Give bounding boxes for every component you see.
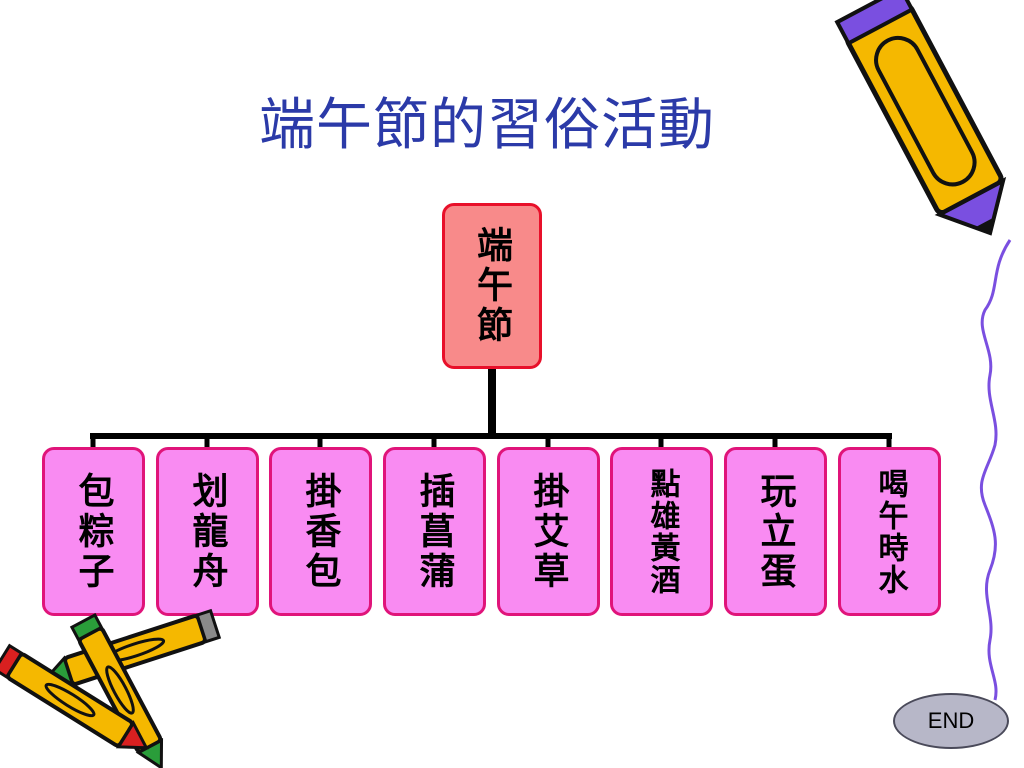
- child-node-label: 玩立蛋: [754, 471, 797, 592]
- child-node: 點雄黃酒: [610, 447, 713, 616]
- child-node: 喝午時水: [838, 447, 941, 616]
- child-node: 划龍舟: [156, 447, 259, 616]
- child-node: 插菖蒲: [383, 447, 486, 616]
- child-node-label: 掛香包: [299, 471, 342, 592]
- child-node-label: 喝午時水: [872, 467, 908, 596]
- child-node-label: 掛艾草: [527, 471, 570, 592]
- child-node: 包粽子: [42, 447, 145, 616]
- child-node: 掛香包: [269, 447, 372, 616]
- root-node-label: 端午節: [471, 226, 513, 346]
- child-node-label: 包粽子: [72, 471, 115, 592]
- page-title: 端午節的習俗活動: [259, 93, 715, 158]
- child-node-label: 插菖蒲: [413, 471, 456, 592]
- child-node-label: 划龍舟: [186, 471, 229, 592]
- child-node: 掛艾草: [497, 447, 600, 616]
- child-node: 玩立蛋: [724, 447, 827, 616]
- child-node-label: 點雄黃酒: [644, 467, 680, 596]
- root-node: 端午節: [442, 203, 542, 369]
- end-button[interactable]: END: [893, 693, 1009, 749]
